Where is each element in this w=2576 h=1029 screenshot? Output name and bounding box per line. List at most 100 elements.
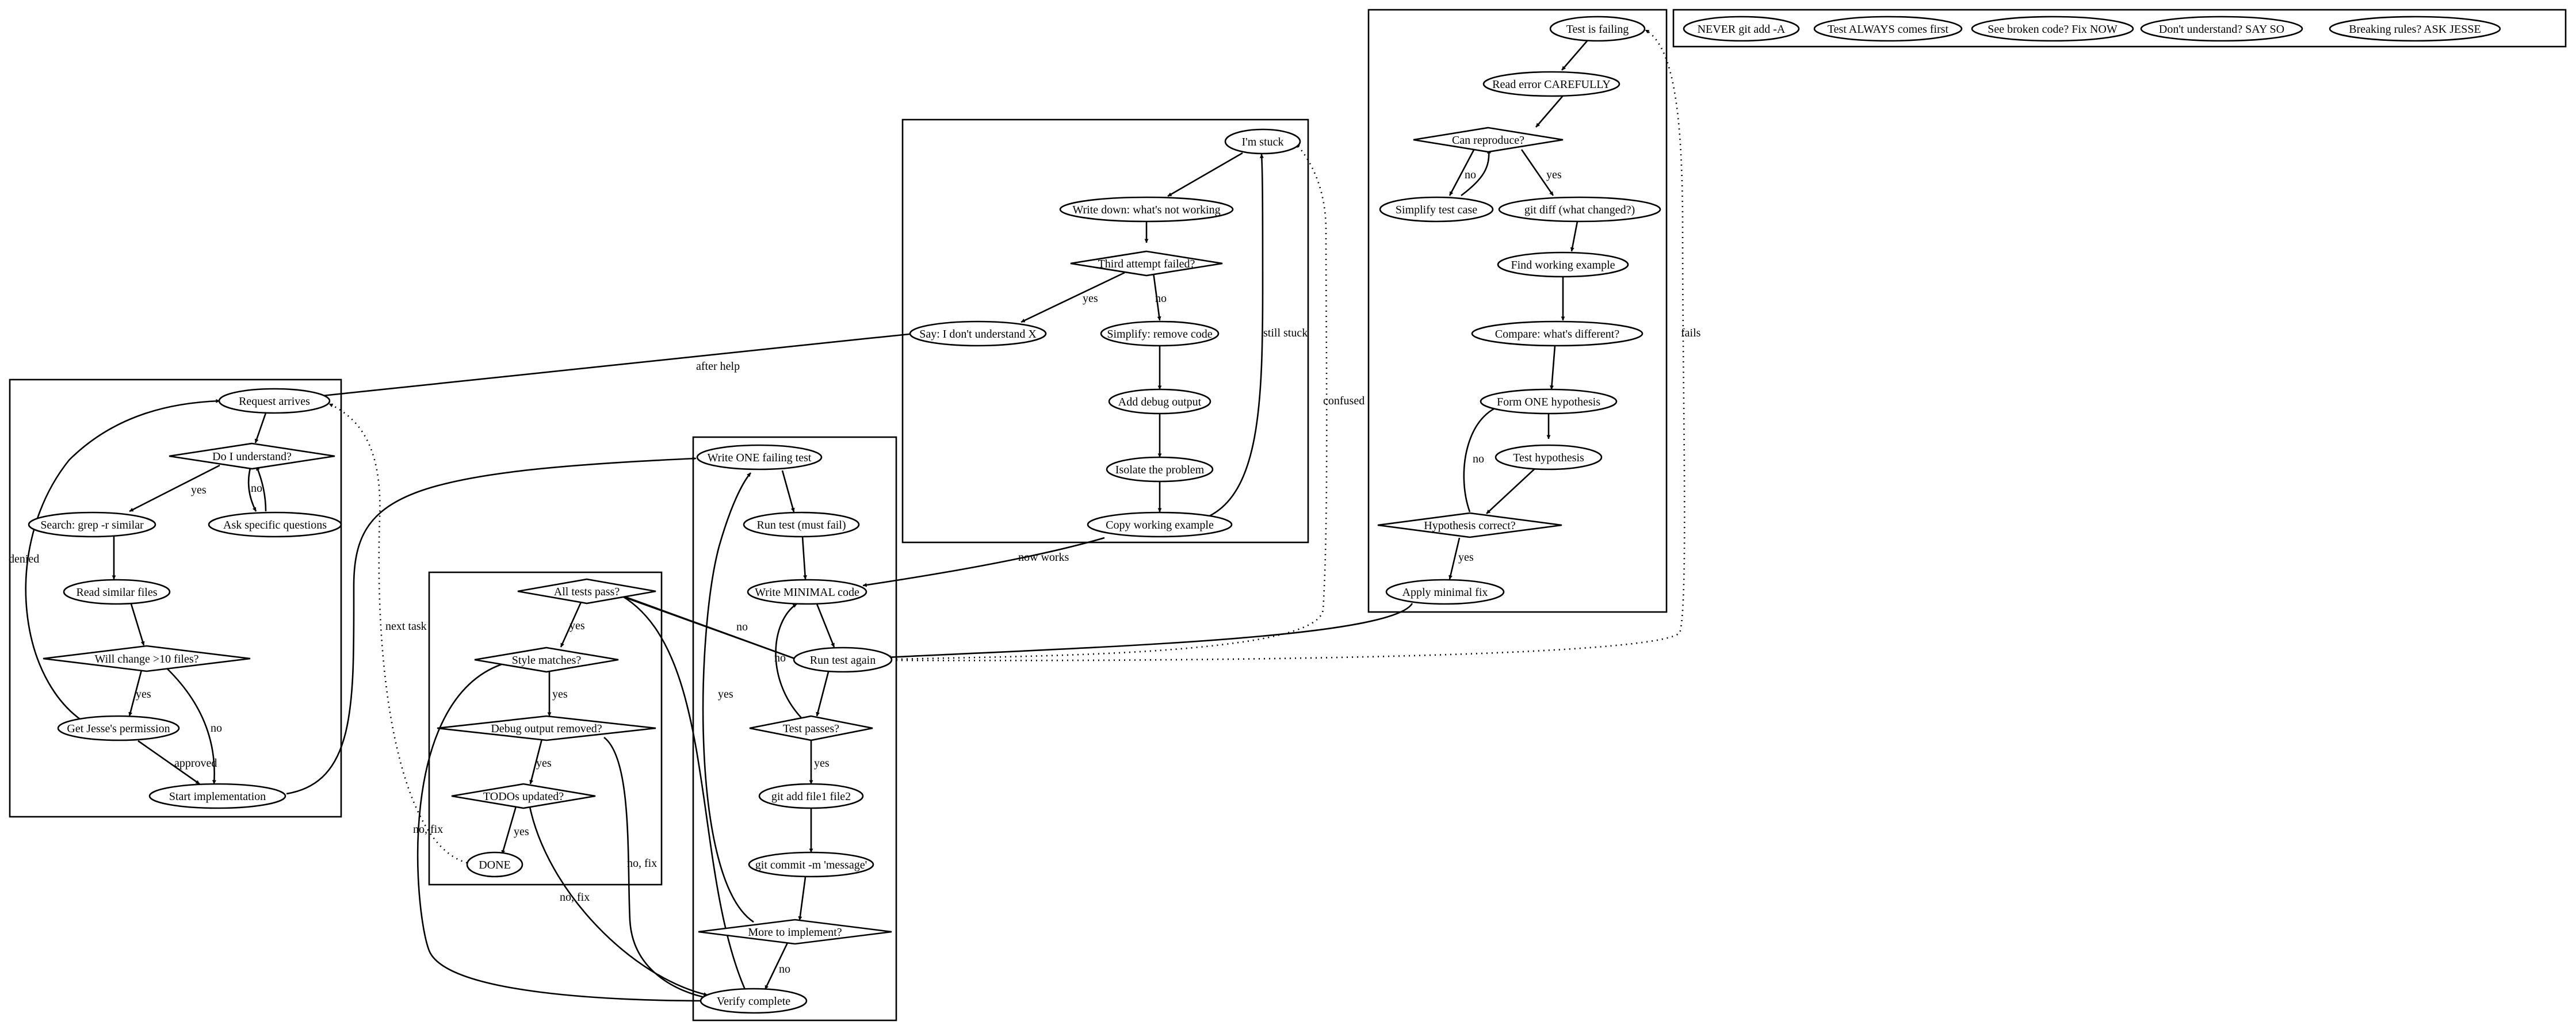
node-label: NEVER git add -A [1698,23,1786,36]
rule-ask-jesse: Breaking rules? ASK JESSE [2329,16,2501,42]
node-simplify-remove-code[interactable]: Simplify: remove code [1100,320,1220,347]
node-label: Form ONE hypothesis [1497,396,1600,408]
edge-stuck-to-write-down [1167,152,1243,197]
cluster-debugging [1367,9,1668,613]
edge-request-to-understand [254,412,267,443]
edge-diff-to-find [1570,221,1579,252]
edge-reproduce-to-diff [1520,149,1554,196]
node-label: More to implement? [748,926,842,939]
edge-compare-to-hypothesis [1550,345,1556,390]
node-third-attempt-failed[interactable]: Third attempt failed? [1070,250,1223,277]
node-read-error[interactable]: Read error CAREFULLY [1482,71,1620,97]
edge-start-to-write-test [286,456,697,795]
edge-label-next-task: next task [385,620,427,633]
node-label: git diff (what changed?) [1524,204,1635,216]
node-label: Run test again [810,654,876,667]
edge-label-no: no [1465,169,1476,181]
node-isolate-problem[interactable]: Isolate the problem [1106,456,1214,483]
edge-correct-to-apply [1448,537,1461,580]
node-label: git commit -m 'message' [755,859,867,871]
node-label: Write ONE failing test [708,452,812,464]
cluster-tdd-cycle [692,436,897,1022]
cluster-rules [1672,9,2567,48]
edge-label-yes: yes [552,688,568,701]
edge-run-fail-to-minimal [801,536,808,580]
edge-debug-to-todos [529,739,543,785]
node-label: Copy working example [1106,519,1214,531]
node-git-add[interactable]: git add file1 file2 [758,783,864,809]
node-label: Test ALWAYS comes first [1828,23,1949,36]
edge-label-fails: fails [1681,327,1701,339]
edge-commit-to-more [798,877,807,921]
node-add-debug-output[interactable]: Add debug output [1108,388,1211,415]
node-request-arrives[interactable]: Request arrives [218,388,331,414]
node-label: Simplify test case [1396,204,1477,216]
edge-done-to-request [328,403,468,864]
node-label: Apply minimal fix [1402,586,1488,599]
edge-label-yes: yes [536,757,552,770]
edge-label-yes: yes [570,619,585,632]
node-read-similar[interactable]: Read similar files [63,579,171,605]
edge-passes-to-minimal [775,603,802,718]
node-test-is-failing[interactable]: Test is failing [1549,16,1646,42]
node-do-i-understand[interactable]: Do I understand? [169,442,335,470]
node-run-test-must-fail[interactable]: Run test (must fail) [743,511,860,538]
edge-label-after-help: after help [696,360,740,373]
node-start-implementation[interactable]: Start implementation [148,783,286,809]
edge-label-yes: yes [1458,551,1474,564]
edge-label-yes: yes [136,688,151,701]
cluster-when-stuck [901,118,1309,544]
node-find-working-example[interactable]: Find working example [1497,251,1629,278]
node-git-diff[interactable]: git diff (what changed?) [1498,196,1661,223]
node-style-matches[interactable]: Style matches? [474,647,619,673]
edge-copy-to-minimal [862,537,1105,587]
edge-debug-to-verify [603,736,708,1000]
node-simplify-test-case[interactable]: Simplify test case [1379,196,1494,223]
node-copy-working-example[interactable]: Copy working example [1087,511,1233,538]
node-label: All tests pass? [554,586,620,598]
node-label: Read error CAREFULLY [1492,78,1611,91]
node-get-permission[interactable]: Get Jesse's permission [57,715,180,741]
edge-label-now-works: now works [1018,551,1069,564]
node-git-commit[interactable]: git commit -m 'message' [748,851,874,878]
node-run-test-again[interactable]: Run test again [793,647,893,673]
node-label: Do I understand? [212,450,292,463]
node-im-stuck[interactable]: I'm stuck [1224,128,1301,155]
node-apply-minimal-fix[interactable]: Apply minimal fix [1385,579,1505,605]
node-write-minimal-code[interactable]: Write MINIMAL code [747,579,867,605]
node-will-change[interactable]: Will change >10 files? [43,645,251,672]
node-label: Style matches? [512,654,582,667]
edge-label-no-fix: no, fix [560,891,590,904]
node-label: Test passes? [783,722,839,735]
node-test-passes[interactable]: Test passes? [749,715,873,741]
node-label: Test is failing [1566,23,1629,36]
edge-permission-to-start [137,740,200,785]
node-label: See broken code? Fix NOW [1988,23,2118,36]
edge-read-to-willchange [130,603,145,646]
node-form-hypothesis[interactable]: Form ONE hypothesis [1480,388,1618,415]
node-done[interactable]: DONE [466,851,523,878]
edge-willchange-to-permission [128,670,143,717]
edge-label-yes: yes [814,757,830,770]
node-label: TODOs updated? [483,790,564,803]
node-more-to-implement[interactable]: More to implement? [698,919,892,945]
node-ask-specific[interactable]: Ask specific questions [208,511,342,538]
node-debug-output-removed[interactable]: Debug output removed? [437,715,656,741]
node-todos-updated[interactable]: TODOs updated? [451,783,596,809]
node-all-tests-pass[interactable]: All tests pass? [517,578,656,605]
node-write-down[interactable]: Write down: what's not working [1059,196,1234,223]
node-write-failing-test[interactable]: Write ONE failing test [696,444,823,470]
node-label: Run test (must fail) [757,519,846,531]
node-hypothesis-correct[interactable]: Hypothesis correct? [1377,512,1562,538]
node-test-hypothesis[interactable]: Test hypothesis [1495,444,1603,470]
node-say-i-dont-understand[interactable]: Say: I don't understand X [909,320,1047,347]
node-compare-different[interactable]: Compare: what's different? [1471,320,1644,347]
edge-minimal-to-run-again [816,603,835,648]
node-label: Search: grep -r similar [40,519,144,531]
edge-label-no: no [1473,453,1484,465]
edge-label-yes: yes [1546,169,1562,181]
rule-fix-broken-now: See broken code? Fix NOW [1971,16,2134,42]
node-search-grep[interactable]: Search: grep -r similar [28,511,156,538]
node-can-reproduce[interactable]: Can reproduce? [1413,127,1564,153]
node-verify-complete[interactable]: Verify complete [700,988,808,1014]
